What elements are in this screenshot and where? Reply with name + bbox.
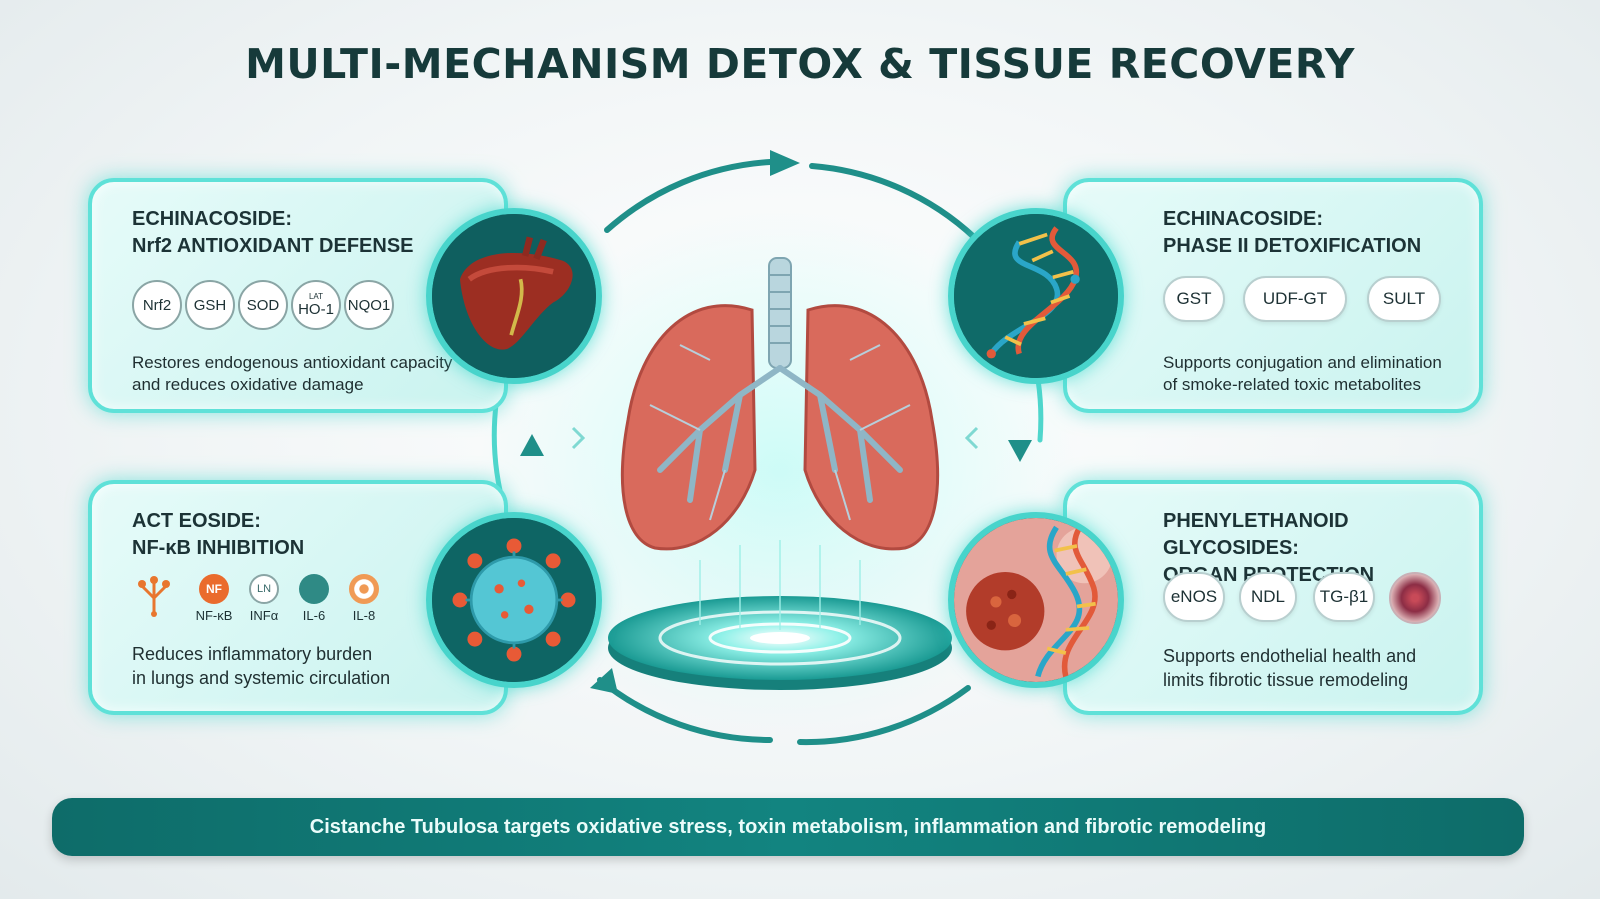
cell-dna-icon: [948, 512, 1124, 688]
pathway-node-icon: [128, 574, 180, 618]
marker-gsh: GSH: [185, 280, 235, 330]
arrow-up-icon: [520, 434, 544, 456]
page-title: MULTI-MECHANISM DETOX & TISSUE RECOVERY: [245, 40, 1355, 88]
panel-organ-protection: PHENYLETHANOID GLYCOSIDES: ORGAN PROTECT…: [1063, 480, 1483, 715]
panel-nrf2-antioxidant: ECHINACOSIDE: Nrf2 ANTIOXIDANT DEFENSE N…: [88, 178, 508, 413]
marker-udf-gt: UDF-GT: [1243, 276, 1347, 322]
marker-ndl: NDL: [1239, 572, 1297, 622]
marker-note: LAT: [308, 291, 324, 301]
marker-ho1: LAT HO-1: [291, 280, 341, 330]
ring-arc-bottom-right: [797, 685, 971, 746]
liver-icon: [426, 208, 602, 384]
panel-description: Supports conjugation and elimination of …: [1163, 353, 1442, 394]
virus-icon: [426, 512, 602, 688]
dna-helix-icon: [948, 208, 1124, 384]
infa-icon: LN INFα: [238, 574, 290, 623]
il6-icon: IL-6: [288, 574, 340, 623]
marker-gst: GST: [1163, 276, 1225, 322]
platform-icon: [608, 540, 952, 690]
marker-sod: SOD: [238, 280, 288, 330]
footer-banner: Cistanche Tubulosa targets oxidative str…: [52, 798, 1524, 856]
marker-tgb1: TG-β1: [1313, 572, 1375, 622]
nfkb-icon: NF NF-κB: [188, 574, 240, 623]
ring-arc-top-left: [604, 159, 773, 233]
arrow-left-icon: [590, 668, 618, 694]
panel-title: ECHINACOSIDE: Nrf2 ANTIOXIDANT DEFENSE: [132, 208, 414, 257]
chevron-left-icon: [964, 426, 979, 450]
panel-description: Restores endogenous antioxidant capacity…: [132, 353, 453, 394]
arrow-down-icon: [1008, 440, 1032, 462]
marker-nrf2: Nrf2: [132, 280, 182, 330]
panel-phase2-detox: ECHINACOSIDE: PHASE II DETOXIFICATION GS…: [1063, 178, 1483, 413]
il8-icon: IL-8: [338, 574, 390, 623]
panel-description: Supports endothelial health and limits f…: [1163, 646, 1417, 690]
marker-sult: SULT: [1367, 276, 1441, 322]
chevron-right-icon: [571, 426, 586, 450]
marker-nqo1: NQO1: [344, 280, 394, 330]
panel-description: Reduces inflammatory burden in lungs and…: [132, 644, 391, 688]
lungs-icon: [620, 257, 940, 551]
arrow-right-icon: [770, 150, 800, 176]
marker-enos: eNOS: [1163, 572, 1225, 622]
fibrotic-tissue-icon: [1389, 572, 1441, 624]
ring-arc-top-right: [809, 163, 978, 241]
panel-title: ACT EOSIDE: NF-κB INHIBITION: [132, 510, 305, 559]
panel-title: ECHINACOSIDE: PHASE II DETOXIFICATION: [1163, 208, 1422, 257]
